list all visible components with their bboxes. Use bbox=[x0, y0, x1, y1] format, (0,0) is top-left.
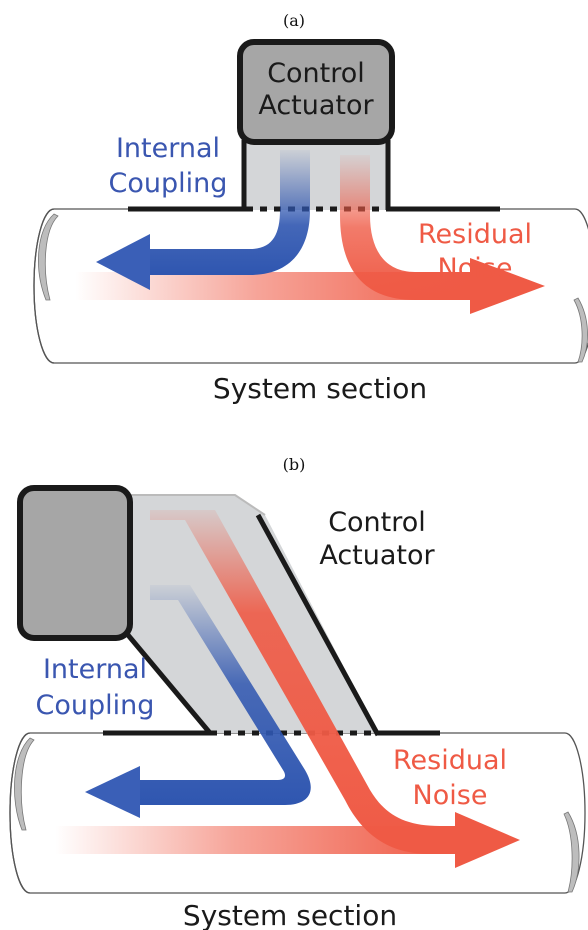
actuator-b-line2: Actuator bbox=[319, 540, 435, 571]
panel-a-tag: (a) bbox=[283, 11, 305, 30]
residual-noise-arrow-b bbox=[55, 510, 520, 868]
caption-b: System section bbox=[183, 899, 397, 930]
residual-a-line2: Noise bbox=[438, 253, 513, 284]
residual-b-line2: Noise bbox=[413, 780, 488, 811]
actuator-a-line1: Control bbox=[267, 58, 365, 89]
panel-b: (b) bbox=[9, 455, 586, 930]
actuator-a-line2: Actuator bbox=[258, 90, 374, 121]
caption-a: System section bbox=[213, 372, 427, 405]
residual-b-line1: Residual bbox=[393, 745, 507, 776]
coupling-a-line1: Internal bbox=[116, 133, 220, 164]
coupling-b-line2: Coupling bbox=[36, 690, 155, 721]
control-actuator-b bbox=[17, 485, 133, 641]
panel-a: (a) Con bbox=[33, 11, 588, 405]
panel-b-tag: (b) bbox=[283, 455, 306, 474]
coupling-a-line2: Coupling bbox=[109, 168, 228, 199]
coupling-b-line1: Internal bbox=[43, 654, 147, 685]
internal-coupling-arrow-b bbox=[85, 585, 311, 818]
residual-a-line1: Residual bbox=[418, 219, 532, 250]
internal-coupling-arrow-a bbox=[96, 150, 310, 290]
control-actuator-a: Control Actuator bbox=[237, 39, 395, 145]
actuator-b-line1: Control bbox=[328, 507, 426, 538]
